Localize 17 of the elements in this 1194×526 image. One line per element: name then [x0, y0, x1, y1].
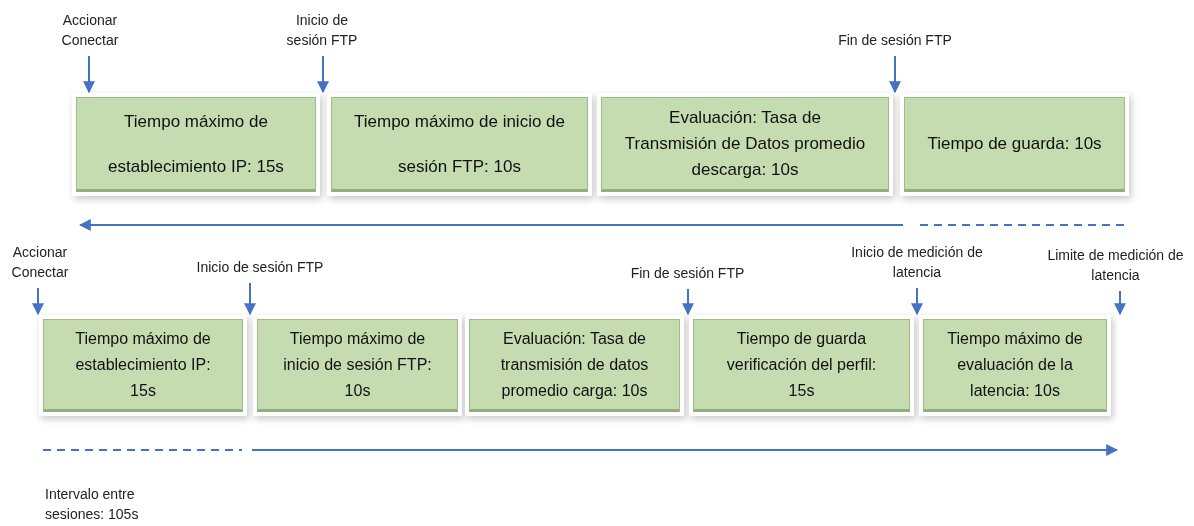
arrow	[1114, 290, 1126, 316]
event-label: Inicio de sesión FTP	[282, 10, 362, 50]
event-label: Fin de sesión FTP	[820, 30, 970, 50]
event-label: Accionar Conectar	[55, 10, 125, 50]
event-label: Fin de sesión FTP	[615, 263, 760, 283]
arrow	[682, 288, 694, 316]
arrow	[244, 282, 256, 316]
arrow	[83, 55, 95, 94]
note-text: Intervalo entre sesiones: 105s	[45, 485, 140, 524]
event-label: Inicio de sesión FTP	[180, 257, 340, 277]
event-label: Limite de medición de latencia	[1038, 245, 1193, 285]
event-label: Accionar Conectar	[2, 242, 78, 282]
arrow	[889, 55, 901, 94]
arrow	[911, 287, 923, 316]
arrow	[317, 55, 329, 94]
event-label: Inicio de medición de latencia	[842, 242, 992, 282]
arrow	[32, 287, 44, 316]
